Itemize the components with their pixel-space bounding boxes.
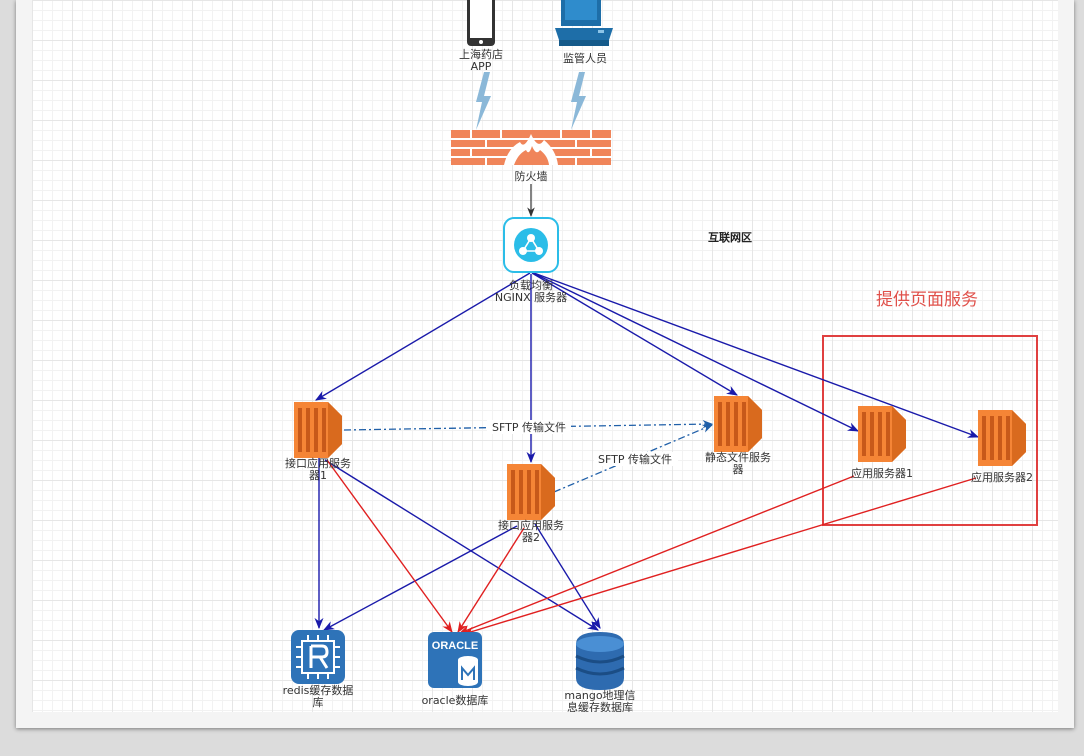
edge-label-sftp1: SFTP 传输文件 [492, 420, 566, 434]
server-icon-app1[interactable] [858, 406, 906, 462]
server-icon-api2[interactable] [507, 464, 555, 520]
edge-app2-oracle[interactable] [462, 477, 977, 636]
edge-nginx-app1[interactable] [532, 272, 860, 432]
phone-icon[interactable] [467, 0, 495, 46]
edge-label-sftp2: SFTP 传输文件 [598, 452, 672, 466]
firewall-icon[interactable] [451, 130, 611, 165]
edge-nginx-api1[interactable] [315, 272, 531, 401]
node-label-app-1: 上海药店 [459, 47, 503, 61]
load-balancer-icon[interactable] [503, 217, 559, 273]
diagram-canvas[interactable]: 提供页面服务 互联网区 SFTP 传输文件 SFTP 传输文件 上海药店 [32, 0, 1058, 712]
node-label-app2: 应用服务器2 [971, 470, 1033, 484]
node-label-api1-1: 接口应用服务 [285, 456, 351, 470]
edge-api1-mongo[interactable] [324, 459, 599, 631]
architecture-diagram: 提供页面服务 互联网区 SFTP 传输文件 SFTP 传输文件 上海药店 [283, 0, 1038, 712]
node-label-nginx-1: 负载均衡 [509, 278, 553, 292]
edge-api1-oracle[interactable] [326, 459, 453, 633]
edge-nginx-static[interactable] [531, 272, 738, 396]
node-label-mongo-1: mango地理信 [564, 689, 635, 702]
node-label-oracle: oracle数据库 [422, 693, 489, 707]
edge-app1-oracle[interactable] [458, 475, 855, 634]
node-label-nginx-2: NGINX 服务器 [495, 291, 567, 304]
lightning-icon-app [476, 72, 491, 130]
server-icon-static[interactable] [714, 396, 762, 452]
edge-nginx-app2[interactable] [533, 272, 980, 438]
oracle-db-icon[interactable]: ORACLE [428, 632, 482, 688]
node-label-static-2: 器 [733, 463, 744, 476]
node-label-static-1: 静态文件服务 [705, 450, 771, 464]
computer-icon[interactable] [555, 0, 613, 46]
node-label-firewall: 防火墙 [515, 169, 548, 183]
node-label-api2-1: 接口应用服务 [498, 518, 564, 532]
edges-blue [314, 272, 980, 631]
highlight-box[interactable] [822, 335, 1038, 526]
node-label-mongo-2: 息缓存数据库 [567, 700, 633, 712]
edge-api2-oracle[interactable] [457, 527, 525, 633]
mongo-db-icon[interactable] [575, 632, 625, 690]
redis-icon[interactable] [291, 630, 345, 684]
node-label-api1-2: 器1 [309, 469, 327, 482]
edge-api2-redis[interactable] [323, 525, 518, 631]
oracle-logo-text: ORACLE [432, 640, 478, 652]
edge-api2-mongo[interactable] [534, 523, 601, 629]
node-label-redis-2: 库 [313, 696, 324, 709]
node-label-app-2: APP [471, 60, 492, 73]
node-label-app1: 应用服务器1 [851, 466, 913, 480]
zone-label: 互联网区 [708, 230, 752, 244]
edges-red [326, 459, 977, 636]
node-label-api2-2: 器2 [522, 531, 540, 544]
node-label-supervisor: 监管人员 [563, 51, 607, 65]
lightning-icon-supervisor [571, 72, 586, 130]
highlight-note: 提供页面服务 [876, 290, 978, 310]
node-label-redis-1: redis缓存数据 [283, 683, 354, 697]
server-icon-api1[interactable] [294, 402, 342, 458]
server-icon-app2[interactable] [978, 410, 1026, 466]
